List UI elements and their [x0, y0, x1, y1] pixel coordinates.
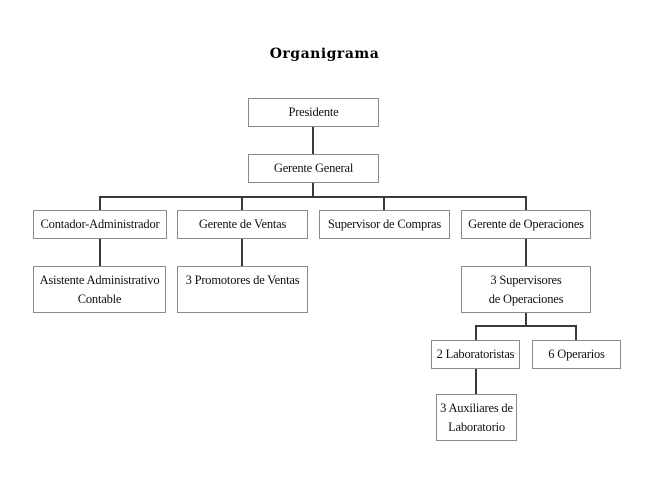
connector-line	[312, 126, 314, 154]
connector-line	[525, 196, 527, 210]
connector-line	[99, 196, 101, 210]
connector-line	[312, 182, 314, 197]
node-presidente: Presidente	[248, 98, 379, 127]
node-label-line: de Operaciones	[488, 291, 564, 306]
node-label: Gerente de Operaciones	[468, 217, 584, 231]
connector-line	[241, 196, 243, 210]
node-label-line: 3 Auxiliares de	[440, 400, 513, 415]
node-operarios: 6 Operarios	[532, 340, 621, 369]
node-label: Gerente General	[273, 161, 354, 175]
node-auxiliares-laboratorio: 3 Auxiliares de Laboratorio	[436, 394, 517, 441]
node-label: Gerente de Ventas	[198, 217, 287, 231]
connector-line	[99, 196, 527, 198]
node-gerente-ventas: Gerente de Ventas	[177, 210, 308, 239]
connector-line	[475, 325, 577, 327]
node-gerente-general: Gerente General	[248, 154, 379, 183]
node-supervisor-compras: Supervisor de Compras	[319, 210, 450, 239]
connector-line	[475, 325, 477, 340]
node-label-line: Contable	[77, 292, 122, 306]
node-supervisores-operaciones: 3 Supervisores de Operaciones	[461, 266, 591, 313]
node-contador-administrador: Contador-Administrador	[33, 210, 167, 239]
node-label: 3 Promotores de Ventas	[185, 273, 300, 287]
chart-title: Organigrama	[269, 46, 380, 62]
node-label: Supervisor de Compras	[327, 217, 442, 231]
connector-line	[383, 196, 385, 210]
node-label-line: 3 Supervisores	[490, 272, 562, 287]
node-label-line: Laboratorio	[448, 419, 505, 434]
node-gerente-operaciones: Gerente de Operaciones	[461, 210, 591, 239]
connector-line	[99, 238, 101, 266]
connector-line	[575, 325, 577, 340]
connector-line	[525, 238, 527, 266]
connector-line	[525, 312, 527, 326]
node-label: Presidente	[288, 105, 339, 119]
node-label-line: Asistente Administrativo	[39, 273, 160, 287]
node-asistente-administrativo: Asistente Administrativo Contable	[33, 266, 166, 313]
node-label: 2 Laboratoristas	[436, 347, 515, 361]
node-label: 6 Operarios	[548, 347, 605, 361]
node-laboratoristas: 2 Laboratoristas	[431, 340, 520, 369]
node-label: Contador-Administrador	[40, 217, 160, 231]
node-promotores-ventas: 3 Promotores de Ventas	[177, 266, 308, 313]
connector-line	[475, 368, 477, 394]
connector-line	[241, 238, 243, 266]
